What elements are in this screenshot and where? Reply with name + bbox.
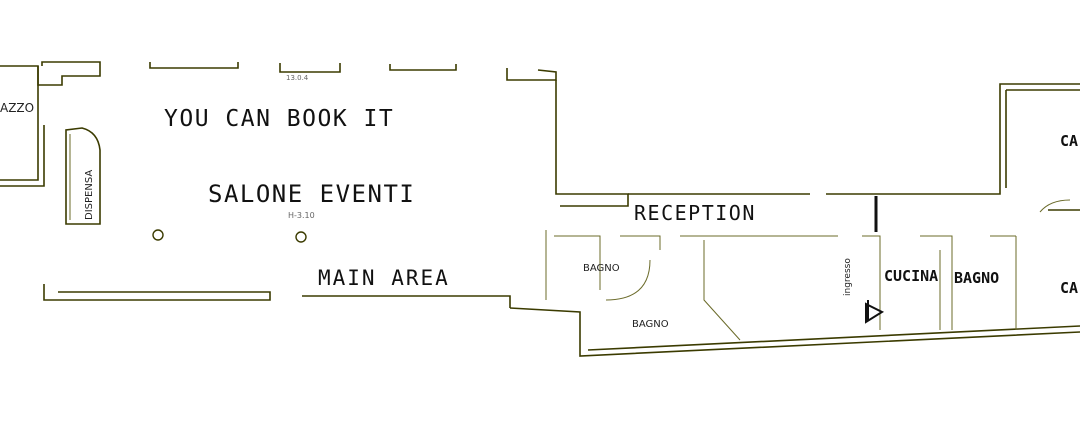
hall-label: SALONE EVENTI (208, 180, 415, 208)
entrance-label: ingresso (843, 258, 853, 296)
kitchen-label: CUCINA (884, 267, 938, 285)
window-tag-label: 13.0.4 (286, 74, 309, 82)
hall-height-label: H-3.10 (288, 211, 315, 220)
headline-label: YOU CAN BOOK IT (164, 106, 394, 132)
columns (152, 229, 307, 243)
main-area-label: MAIN AREA (318, 266, 450, 290)
reception-label: RECEPTION (634, 201, 756, 225)
left-edge-label: AZZO (0, 101, 34, 115)
pantry-label: DISPENSA (84, 170, 95, 220)
bath-1-label: BAGNO (583, 263, 620, 274)
bath-2-label: BAGNO (632, 319, 669, 330)
room-top-right-label: CA (1060, 132, 1078, 150)
outer-walls (0, 61, 1080, 357)
room-bottom-right-label: CA (1060, 279, 1078, 297)
circle-column-icon (152, 229, 164, 241)
circle-column-icon (295, 231, 307, 243)
arrow-right-icon (865, 300, 885, 324)
bath-hand-label: BAGNO (954, 269, 999, 287)
